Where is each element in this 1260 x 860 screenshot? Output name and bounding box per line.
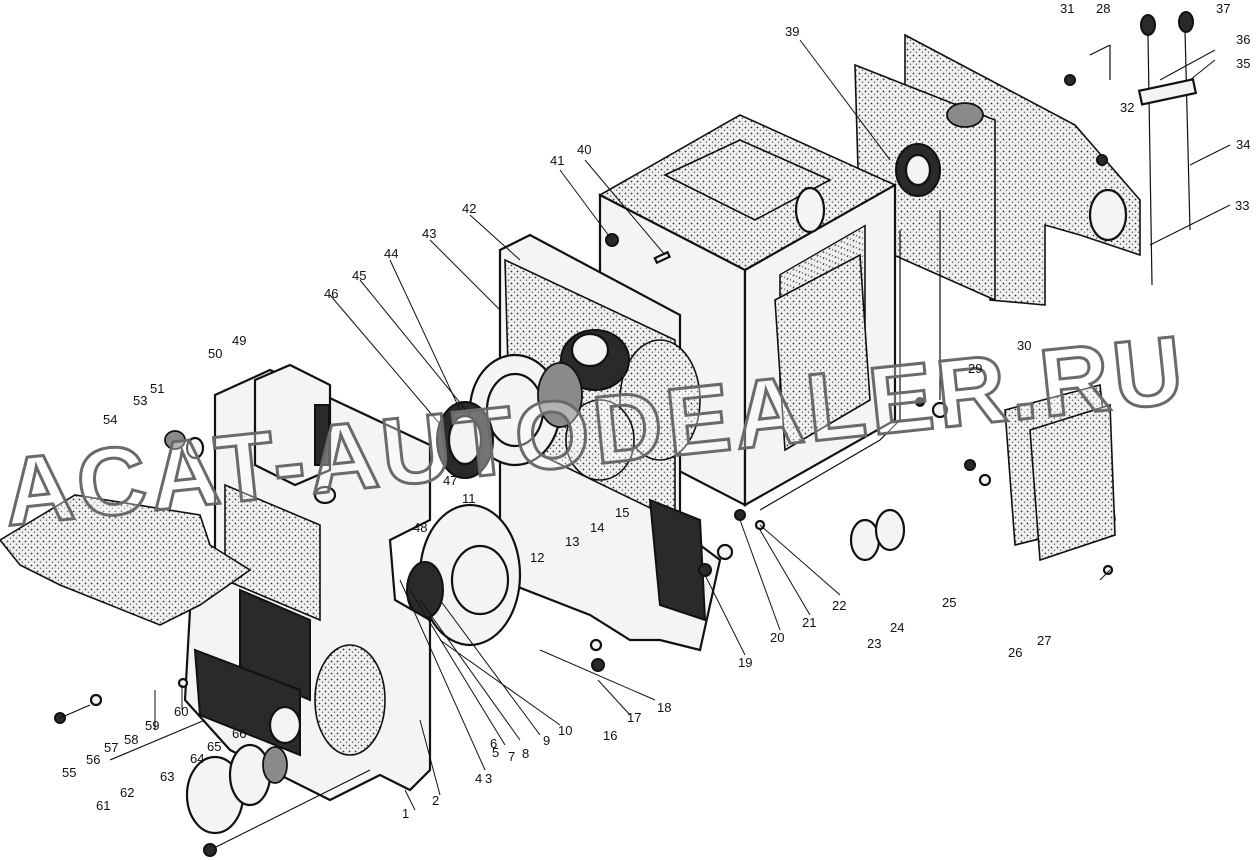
- callout-label: 40: [577, 142, 591, 157]
- callout-label: 15: [615, 505, 629, 520]
- callout-label: 41: [550, 153, 564, 168]
- callout-label: 27: [1037, 633, 1051, 648]
- pump-cover: [109, 719, 371, 857]
- callout-label: 25: [942, 595, 956, 610]
- callout-label: 59: [145, 718, 159, 733]
- callout-label: 6: [490, 736, 497, 751]
- callout-label: 33: [1235, 198, 1249, 213]
- bearing-rings: [436, 353, 583, 479]
- callout-label: 9: [543, 733, 550, 748]
- callout-label: 62: [120, 785, 134, 800]
- callout-label: 3: [485, 771, 492, 786]
- rear-cover-plate: [854, 33, 1141, 306]
- callout-label: 55: [62, 765, 76, 780]
- callout-label: 30: [1017, 338, 1031, 353]
- callout-label: 49: [232, 333, 246, 348]
- callout-label: 66: [232, 726, 246, 741]
- callout-label: 4: [475, 771, 482, 786]
- dipstick-assembly: [1089, 11, 1198, 286]
- callout-label: 56: [86, 752, 100, 767]
- side-cover: [1004, 383, 1116, 562]
- callout-label: 65: [207, 739, 221, 754]
- callout-label: 51: [150, 381, 164, 396]
- callout-label: 14: [590, 520, 604, 535]
- callout-label: 34: [1236, 137, 1250, 152]
- callout-label: 45: [352, 268, 366, 283]
- callout-label: 58: [124, 732, 138, 747]
- fasteners: [54, 74, 1114, 724]
- callout-label: 37: [1216, 1, 1230, 16]
- callout-label: 50: [208, 346, 222, 361]
- callout-label: 13: [565, 534, 579, 549]
- callout-label: 35: [1236, 56, 1250, 71]
- callout-label: 46: [324, 286, 338, 301]
- floor-plate: [0, 494, 252, 626]
- callout-label: 32: [1120, 100, 1134, 115]
- callout-label: 20: [770, 630, 784, 645]
- callout-label: 64: [190, 751, 204, 766]
- front-housing: [183, 368, 432, 802]
- callout-label: 48: [413, 520, 427, 535]
- callout-label: 36: [1236, 32, 1250, 47]
- callout-label: 16: [603, 728, 617, 743]
- callout-numbers: 1 2 3 4 5 6 7 8 9 10 11 12 13 14 15 16 1…: [62, 1, 1250, 821]
- callout-label: 31: [1060, 1, 1074, 16]
- callout-label: 18: [657, 700, 671, 715]
- callout-label: 22: [832, 598, 846, 613]
- callout-label: 28: [1096, 1, 1110, 16]
- callout-label: 21: [802, 615, 816, 630]
- callout-label: 17: [627, 710, 641, 725]
- callout-label: 42: [462, 201, 476, 216]
- callout-label: 60: [174, 704, 188, 719]
- callout-label: 53: [133, 393, 147, 408]
- callout-label: 24: [890, 620, 904, 635]
- callout-label: 10: [558, 723, 572, 738]
- callout-label: 19: [738, 655, 752, 670]
- callout-label: 57: [104, 740, 118, 755]
- callout-label: 63: [160, 769, 174, 784]
- callout-label: 5: [492, 745, 499, 760]
- callout-label: 11: [462, 491, 476, 506]
- small-covers: [849, 508, 906, 562]
- callout-label: 29: [968, 361, 982, 376]
- callout-label: 23: [867, 636, 881, 651]
- front-flange: [406, 503, 522, 647]
- callout-label: 7: [508, 749, 515, 764]
- rear-housing: [598, 114, 897, 507]
- callout-label: 44: [384, 246, 398, 261]
- callout-label: 39: [785, 24, 799, 39]
- callout-label: 1: [402, 806, 409, 821]
- leader-lines: [154, 39, 1231, 811]
- control-valve-block: [164, 363, 337, 505]
- callout-label: 2: [432, 793, 439, 808]
- callout-label: 54: [103, 412, 117, 427]
- callout-label: 12: [530, 550, 544, 565]
- callout-label: 26: [1008, 645, 1022, 660]
- callout-label: 43: [422, 226, 436, 241]
- callout-label: 61: [96, 798, 110, 813]
- callout-label: 47: [443, 473, 457, 488]
- callout-label: 8: [522, 746, 529, 761]
